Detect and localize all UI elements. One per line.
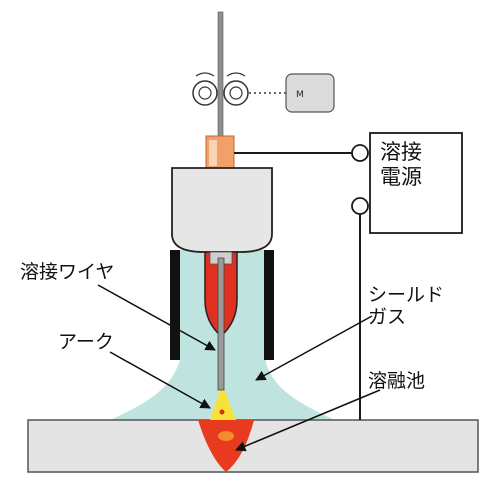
arc-leader <box>109 351 211 409</box>
contact-tip-highlight <box>209 140 217 166</box>
base-metal <box>27 419 479 473</box>
arc-label: アーク <box>58 331 114 353</box>
nozzle-wall-left <box>170 250 180 360</box>
feed-rollers <box>192 72 249 106</box>
power-source-label: 溶接 電源 <box>380 140 422 190</box>
gas-leader <box>255 315 373 381</box>
nozzle-wall-right <box>264 250 274 360</box>
welding-wire-label: 溶接ワイヤ <box>20 261 115 283</box>
welding-wire <box>217 257 225 391</box>
motor-label: M <box>296 90 304 100</box>
wire-leader <box>97 284 216 351</box>
power-source-box <box>369 132 463 234</box>
pool-leader <box>235 389 381 452</box>
weld-pool-label: 溶融池 <box>368 370 426 392</box>
shielding-gas-label: シールド ガス <box>368 284 445 328</box>
torch-body <box>171 167 273 253</box>
weld-pool <box>198 420 254 472</box>
motor <box>285 73 335 113</box>
terminal-bottom <box>351 197 369 215</box>
terminal-top <box>351 144 369 162</box>
wire-top <box>217 11 224 143</box>
arc <box>210 384 236 420</box>
arc-core <box>219 409 225 415</box>
weld-pool-core <box>218 431 234 441</box>
